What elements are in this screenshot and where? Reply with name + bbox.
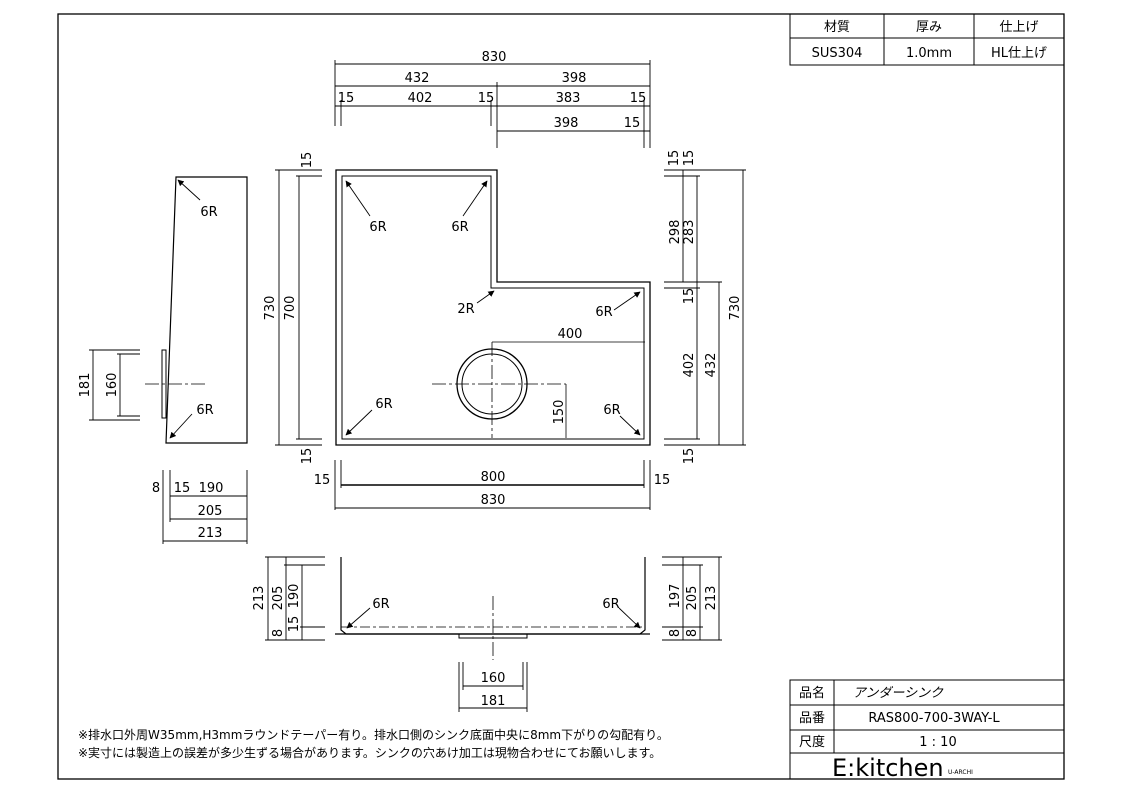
title-value-name: アンダーシンク [853, 686, 944, 701]
right-dimension-lines [664, 169, 746, 446]
dim-right-lower-432: 432 [704, 353, 719, 378]
radius-mid-right: 6R [595, 305, 612, 320]
bottom-dimension-lines [334, 460, 651, 510]
drawing-frame [57, 13, 1065, 780]
dim-bottom-inner-800: 800 [481, 470, 506, 485]
dim-left-inner-700: 700 [283, 296, 298, 321]
side-dim-15: 15 [174, 481, 191, 496]
dim-inner-right-383: 383 [556, 91, 581, 106]
front-dim-left-205: 205 [271, 586, 286, 611]
spec-value-thickness: 1.0mm [906, 46, 952, 61]
side-dim-8: 8 [152, 481, 160, 496]
side-dim-213: 213 [198, 526, 223, 541]
dim-right-mid-flange: 15 [682, 288, 697, 305]
dim-flange-c: 15 [630, 91, 647, 106]
dim-right-top-flange-b: 15 [682, 150, 697, 167]
spec-value-material: SUS304 [812, 46, 863, 61]
plan-centerlines [432, 342, 566, 438]
dim-lower-right-398: 398 [554, 116, 579, 131]
spec-header-thickness: 厚み [916, 20, 942, 35]
dim-left-432: 432 [405, 71, 430, 86]
dim-bottom-flange-left: 15 [314, 473, 331, 488]
left-dimension-lines [275, 169, 322, 446]
dim-left-top-flange: 15 [300, 152, 315, 169]
radius-bottom-left: 6R [375, 397, 392, 412]
front-dim-right-205: 205 [685, 586, 700, 611]
radius-top-mid: 6R [451, 220, 468, 235]
dim-right-upper-298: 298 [668, 220, 683, 245]
front-dim-left-8: 8 [271, 629, 286, 637]
dim-left-overall-730: 730 [263, 296, 278, 321]
side-dim-160: 160 [105, 373, 120, 398]
logo-ekitchen: E:kitchen [832, 754, 944, 782]
side-radius-bottom: 6R [196, 403, 213, 418]
radius-step: 2R [457, 302, 474, 317]
side-depth-dims [162, 470, 248, 544]
dim-right-bottom-flange: 15 [682, 448, 697, 465]
dim-flange-d: 15 [624, 116, 641, 131]
spec-value-finish: HL仕上げ [991, 46, 1047, 61]
front-dim-left-213: 213 [252, 586, 267, 611]
title-label-part: 品番 [799, 711, 825, 726]
front-drain-dims [458, 662, 528, 712]
title-value-scale: 1 : 10 [919, 735, 956, 750]
title-label-scale: 尺度 [799, 734, 825, 750]
dim-right-lower-402: 402 [682, 353, 697, 378]
dim-right-398: 398 [562, 71, 587, 86]
front-dim-right-213: 213 [704, 586, 719, 611]
note-drain-taper: ※排水口外周W35mm,H3mmラウンドテーパー有り。排水口側のシンク底面中央に… [78, 727, 669, 742]
front-right-dims [662, 556, 722, 641]
title-block [789, 679, 1065, 780]
top-dimension-lines [334, 60, 651, 148]
front-dim-right-8a: 8 [668, 629, 683, 637]
front-dim-right-8b: 8 [685, 629, 700, 637]
front-dim-left-190: 190 [287, 584, 302, 609]
dim-flange-b: 15 [478, 91, 495, 106]
dim-bottom-overall-830: 830 [481, 493, 506, 508]
logo-uarchi: U-ARCHI [948, 769, 973, 776]
dim-drain-offset: 400 [558, 327, 583, 342]
front-drain-160: 160 [481, 671, 506, 686]
dim-right-upper-283: 283 [682, 220, 697, 245]
front-radius-right: 6R [602, 597, 619, 612]
front-dim-left-15: 15 [287, 616, 302, 633]
title-label-name: 品名 [799, 685, 825, 701]
dim-right-top-flange-a: 15 [667, 150, 682, 167]
side-radius-top: 6R [200, 205, 217, 220]
dim-drain-from-bottom: 150 [552, 400, 567, 425]
front-dim-right-197: 197 [668, 584, 683, 609]
spec-header-material: 材質 [824, 20, 850, 35]
radius-top-left: 6R [369, 220, 386, 235]
front-radius-left: 6R [372, 597, 389, 612]
dim-right-overall-730: 730 [728, 296, 743, 321]
title-value-part: RAS800-700-3WAY-L [868, 711, 1000, 726]
front-drain-181: 181 [481, 694, 506, 709]
dim-bottom-flange-right: 15 [654, 473, 671, 488]
side-height-dims [89, 349, 140, 421]
spec-table [789, 13, 1065, 66]
note-tolerance: ※実寸には製造上の誤差が多少生ずる場合があります。シンクの穴あけ加工は現物合わせ… [78, 745, 661, 760]
side-dim-205: 205 [198, 504, 223, 519]
spec-header-finish: 仕上げ [999, 20, 1038, 35]
dim-flange-a: 15 [338, 91, 355, 106]
dim-left-bottom-flange: 15 [300, 448, 315, 465]
front-radius-leaders [346, 607, 641, 629]
side-dim-190: 190 [199, 481, 224, 496]
radius-bottom-right: 6R [603, 403, 620, 418]
radius-leaders [345, 180, 641, 436]
dim-inner-left-402: 402 [408, 91, 433, 106]
side-radius-leaders [169, 179, 201, 439]
drain-dims [492, 341, 645, 438]
front-left-dims [265, 556, 325, 641]
dim-overall-width-top: 830 [482, 50, 507, 65]
side-view [161, 176, 248, 444]
side-dim-181: 181 [78, 373, 93, 398]
